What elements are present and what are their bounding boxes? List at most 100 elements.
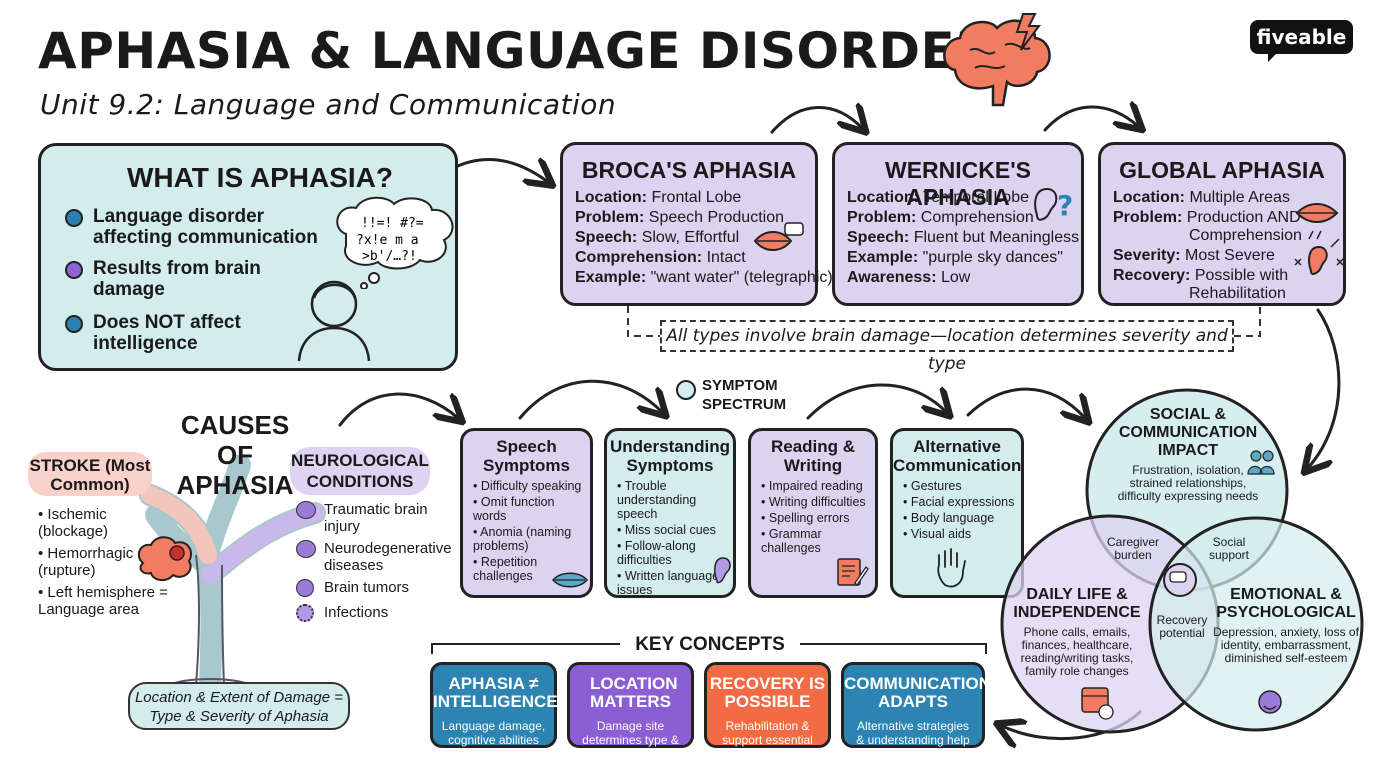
brain-icon [296, 501, 316, 519]
concept-title: APHASIA ≠ INTELLIGENCE [433, 674, 558, 711]
broca-title: BROCA'S APHASIA [581, 157, 797, 183]
wernicke-title: WERNICKE'S APHASIA [884, 157, 1032, 210]
stroke-item: • Left hemisphere = Language area [38, 584, 168, 618]
spectrum-circle-icon [676, 380, 696, 400]
concept-title: LOCATION MATTERS [590, 674, 678, 711]
thought-symbols-line: ?x!e m a [356, 233, 419, 248]
stroke-label: STROKE (Most Common) [28, 452, 152, 496]
symptom-item: Anomia (naming problems) [473, 525, 584, 553]
impact-venn-diagram [1000, 388, 1364, 734]
key-concepts-rule [431, 643, 987, 654]
type-line: Problem: Production AND [1113, 209, 1301, 226]
arrow-wernicke-to-global [1043, 107, 1138, 130]
social-support: Social support [1208, 535, 1250, 562]
type-line: Location: Multiple Areas [1113, 189, 1290, 206]
concept-desc: Rehabilitation & support essential [722, 719, 813, 747]
symptom-item: Impaired reading [761, 479, 869, 493]
type-line: Comprehension: Intact [575, 249, 746, 266]
arrow-reading-to-alt [806, 383, 946, 418]
brain-lightning-icon [943, 13, 1051, 107]
tumor-icon [296, 579, 314, 597]
type-line: Example: "purple sky dances" [847, 249, 1063, 266]
fiveable-logo[interactable]: fiveable [1250, 20, 1353, 62]
ear-question-icon: ? [1034, 187, 1073, 222]
what-bullet-2: Results from brain damage [65, 258, 285, 300]
arrow-global-to-venn [1308, 308, 1341, 468]
broca-aphasia-card: BROCA'S APHASIA Location: Frontal Lobe P… [560, 142, 833, 306]
alternative-communication-card: Alternative Communication Gestures Facia… [890, 428, 1024, 598]
thought-symbols-line: !!=! #?= [361, 216, 424, 231]
bullet-dot-icon [65, 261, 83, 279]
type-line: Awareness: Low [847, 269, 971, 286]
key-concepts-title: KEY CONCEPTS [635, 634, 785, 655]
symptom-item: Grammar challenges [761, 527, 869, 555]
type-line: Example: "want water" (telegraphic) [575, 269, 833, 286]
concept-title: RECOVERY IS POSSIBLE [709, 674, 826, 711]
what-bullet-3: Does NOT affect intelligence [65, 312, 285, 354]
concept-intelligence-card: APHASIA ≠ INTELLIGENCE Language damage, … [430, 662, 558, 761]
neurological-label: NEUROLOGICAL CONDITIONS [290, 447, 430, 495]
dashed-connector-right [1234, 306, 1261, 337]
people-icon [1247, 450, 1275, 475]
social-impact: SOCIAL & COMMUNICATION IMPACT Frustratio… [1108, 406, 1268, 503]
concept-recovery-card: RECOVERY IS POSSIBLE Rehabilitation & su… [704, 662, 831, 748]
symptom-item: Trouble understanding speech [617, 479, 727, 521]
person-icon [297, 280, 371, 361]
concept-title: COMMUNICATION ADAPTS [844, 674, 991, 711]
alternative-communication-title: Alternative Communication [893, 437, 1022, 475]
neuro-item: Infections [296, 604, 436, 622]
symptom-item: Spelling errors [761, 511, 869, 525]
concept-desc: Language damage, cognitive abilities int… [441, 719, 546, 761]
symptom-item: Repetition challenges [473, 555, 584, 583]
brain-stroke-icon [137, 536, 193, 581]
symptom-item: Difficulty speaking [473, 479, 584, 493]
wernicke-aphasia-card: WERNICKE'S APHASIA Location: Temporal Lo… [832, 142, 1084, 306]
reading-writing-card: Reading & Writing Impaired reading Writi… [748, 428, 878, 598]
symptom-item: Follow-along difficulties [617, 539, 727, 567]
type-line: Location: Temporal Lobe [847, 189, 1029, 206]
social-impact-desc: Frustration, isolation, strained relatio… [1117, 463, 1259, 503]
chat-bubble-icon [1163, 563, 1197, 597]
daily-life-desc: Phone calls, emails, finances, healthcar… [1020, 625, 1134, 678]
emotional-title: EMOTIONAL & PSYCHOLOGICAL [1216, 586, 1356, 621]
symptom-item: Facial expressions [903, 495, 1015, 509]
bullet-dot-icon [65, 209, 83, 227]
arrow-causes-to-symptoms [338, 392, 458, 427]
type-line: Speech: Fluent but Meaningless [847, 229, 1080, 246]
causes-title: CAUSES OF APHASIA [176, 410, 294, 500]
arrow-broca-to-wernicke [770, 107, 862, 132]
type-line: Comprehension [1189, 227, 1302, 244]
type-line: Severity: Most Severe [1113, 247, 1275, 264]
ear-icon [714, 557, 731, 584]
type-line: Speech: Slow, Effortful [575, 229, 740, 246]
concept-communication-card: COMMUNICATION ADAPTS Alternative strateg… [841, 662, 991, 748]
reading-writing-title: Reading & Writing [770, 437, 856, 475]
document-pencil-icon [837, 558, 869, 587]
thought-bubble-icon: !!=! #?= ?x!e m a >b'/…?! [336, 196, 454, 289]
caregiver-burden: Caregiver burden [1106, 535, 1160, 562]
arrow-speech-to-understanding [518, 379, 662, 418]
page-title: APHASIA & LANGUAGE DISORDERS [38, 22, 1031, 80]
emotional-desc: Depression, anxiety, loss of identity, e… [1213, 625, 1359, 665]
neuro-item: Neurodegenerative diseases [296, 540, 452, 574]
emotional-impact: EMOTIONAL & PSYCHOLOGICAL Depression, an… [1212, 586, 1360, 665]
concept-location-card: LOCATION MATTERS Damage site determines … [567, 662, 694, 761]
stroke-item: • Ischemic (blockage) [38, 506, 109, 540]
arrow-alt-to-venn [966, 387, 1085, 418]
concept-desc: Alternative strategies & understanding h… [856, 719, 970, 747]
neuro-item: Traumatic brain injury [296, 501, 436, 535]
what-bullet-text: Results from brain damage [93, 258, 261, 300]
type-line: Location: Frontal Lobe [575, 189, 742, 206]
global-title: GLOBAL APHASIA [1119, 157, 1325, 183]
understanding-symptoms-card: Understanding Symptoms Trouble understan… [604, 428, 736, 598]
symptom-item: Omit function words [473, 495, 584, 523]
type-line: Rehabilitation [1189, 285, 1286, 302]
speech-symptoms-title: Speech Symptoms [483, 437, 570, 475]
type-line: Problem: Speech Production [575, 209, 784, 226]
social-impact-title: SOCIAL & COMMUNICATION IMPACT [1118, 406, 1258, 459]
symptom-spectrum-label: SYMPTOM SPECTRUM [702, 377, 787, 413]
symptom-item: Body language [903, 511, 1015, 525]
what-bullet-text: Does NOT affect intelligence [93, 312, 241, 354]
what-bullet-1: Language disorder affecting communicatio… [65, 206, 325, 248]
